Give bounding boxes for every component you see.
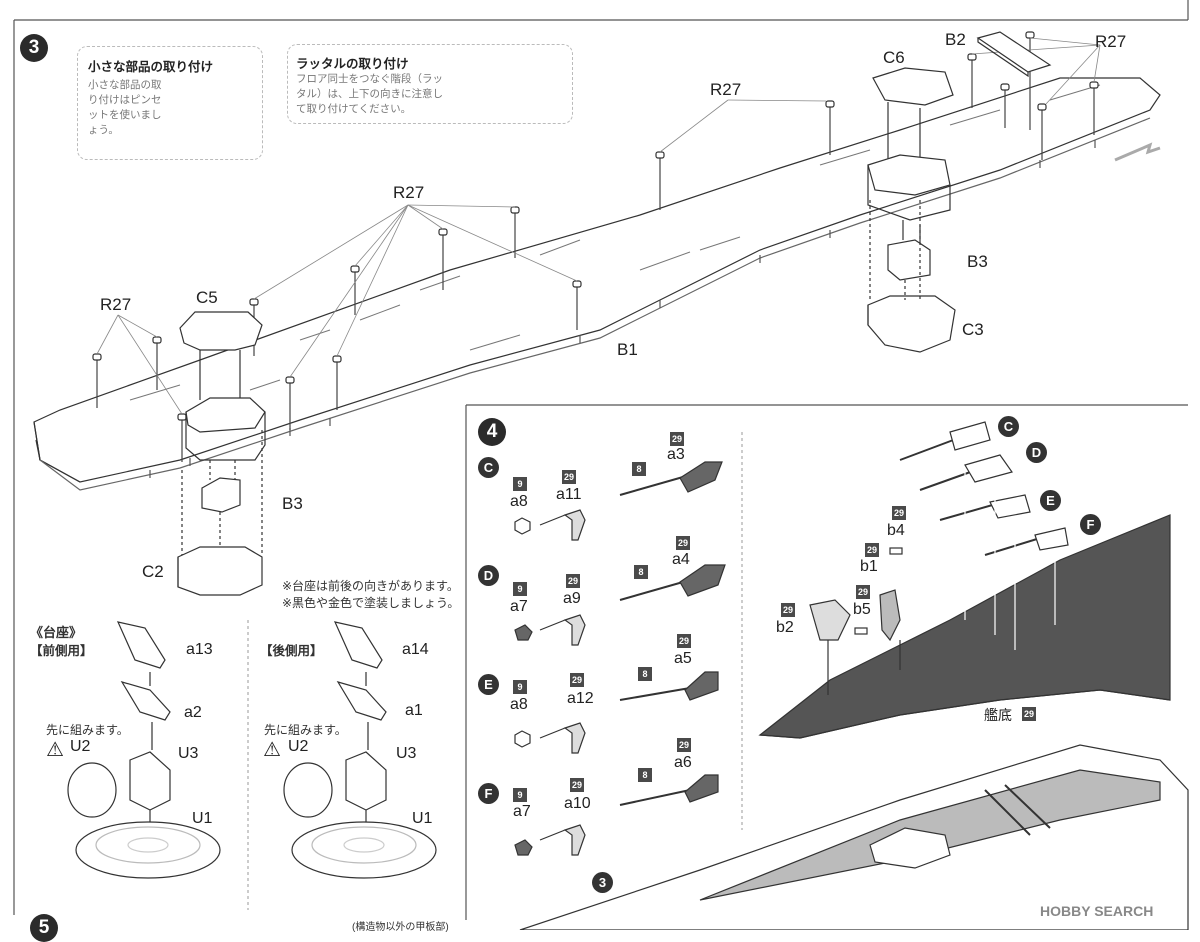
part-a12: a12 [567, 690, 594, 707]
step-4-badge: 4 [478, 418, 506, 446]
color-code-badge: 29 [856, 585, 870, 599]
color-code-badge: 29 [677, 634, 691, 648]
tip-small-parts-title: 小さな部品の取り付け [88, 60, 214, 74]
color-code-badge: 8 [632, 462, 646, 476]
part-a8: a8 [510, 493, 528, 510]
part-a10: a10 [564, 795, 591, 812]
step-5-badge: 5 [30, 914, 58, 942]
callout-e: E [478, 674, 499, 695]
label-c6: C6 [883, 48, 905, 67]
color-code-badge: 29 [865, 543, 879, 557]
stand-front-label: 【前側用】 [30, 644, 93, 658]
stand-note-paint: ※黒色や金色で塗装しましょう。 [282, 596, 460, 610]
part-a11: a11 [556, 486, 582, 503]
color-code-badge: 8 [634, 565, 648, 579]
part-u1: U1 [192, 810, 213, 827]
part-a14: a14 [402, 641, 429, 658]
part-a7: a7 [513, 803, 531, 820]
tip-ladder [287, 44, 573, 124]
tip-small-parts [77, 46, 263, 160]
callout-c: C [478, 457, 499, 478]
part-b5: b5 [853, 601, 871, 618]
callout-e: E [1040, 490, 1061, 511]
color-code-badge: 29 [570, 778, 584, 792]
warning-icon: ⚠ [46, 739, 64, 761]
part-a1: a1 [405, 702, 423, 719]
hull-bottom-label: 艦底 [984, 707, 1012, 723]
callout-c: C [998, 416, 1019, 437]
part-b1: b1 [860, 558, 878, 575]
color-code-badge: 9 [513, 680, 527, 694]
color-code-badge: 29 [677, 738, 691, 752]
color-code-badge: 29 [676, 536, 690, 550]
label-r27: R27 [710, 80, 742, 99]
callout-d: D [1026, 442, 1047, 463]
label-b1: B1 [617, 340, 638, 359]
tip-ladder-text: フロア同士をつなぐ階段（ラッタル）は、上下の向きに注意して取り付けてください。 [296, 73, 443, 115]
part-a2: a2 [184, 704, 202, 721]
part-u3: U3 [396, 745, 417, 762]
color-code-badge: 8 [638, 768, 652, 782]
part-a9: a9 [563, 590, 581, 607]
warning-icon: ⚠ [263, 739, 281, 761]
stand-title: 《台座》 [30, 625, 83, 640]
label-b2: B2 [945, 30, 966, 49]
callout-d: D [478, 565, 499, 586]
label-r27: R27 [393, 183, 425, 202]
label-c3: C3 [962, 320, 984, 339]
label-r27: R27 [100, 295, 132, 314]
color-code-badge: 29 [1022, 707, 1036, 721]
color-code-badge: 9 [513, 477, 527, 491]
label-c5: C5 [196, 288, 218, 307]
color-code-badge: 29 [566, 574, 580, 588]
color-code-badge: 29 [670, 432, 684, 446]
tip-ladder-title: ラッタルの取り付け [296, 57, 409, 71]
step-3-badge: 3 [20, 34, 48, 62]
step-reference-badge: 3 [592, 872, 613, 893]
label-c2: C2 [142, 562, 164, 581]
label-b3-right: B3 [967, 252, 988, 271]
part-b2: b2 [776, 619, 794, 636]
color-code-badge: 9 [513, 582, 527, 596]
part-u2: U2 [70, 738, 91, 755]
part-a3: a3 [667, 446, 685, 463]
color-code-badge: 29 [562, 470, 576, 484]
watermark: HOBBY SEARCH [1040, 903, 1154, 919]
color-code-badge: 29 [892, 506, 906, 520]
assemble-first-note: 先に組みます。 [264, 723, 347, 737]
part-u2: U2 [288, 738, 309, 755]
stand-rear-label: 【後側用】 [260, 644, 323, 658]
part-a6: a6 [674, 754, 692, 771]
part-a7: a7 [510, 598, 528, 615]
color-code-badge: 29 [570, 673, 584, 687]
part-u1: U1 [412, 810, 433, 827]
label-b3-left: B3 [282, 494, 303, 513]
part-b4: b4 [887, 522, 905, 539]
assemble-first-note: 先に組みます。 [46, 723, 129, 737]
stand-note-direction: ※台座は前後の向きがあります。 [282, 579, 459, 593]
part-a13: a13 [186, 641, 213, 658]
part-a5: a5 [674, 650, 692, 667]
callout-f: F [478, 783, 499, 804]
part-a4: a4 [672, 551, 690, 568]
part-a8: a8 [510, 696, 528, 713]
label-r27: R27 [1095, 32, 1127, 51]
step-5-note: (構造物以外の甲板部) [352, 922, 449, 933]
part-u3: U3 [178, 745, 199, 762]
color-code-badge: 9 [513, 788, 527, 802]
callout-f: F [1080, 514, 1101, 535]
color-code-badge: 29 [781, 603, 795, 617]
color-code-badge: 8 [638, 667, 652, 681]
tip-small-parts-text: 小さな部品の取り付けはピンセットを使いましょう。 [88, 79, 162, 136]
